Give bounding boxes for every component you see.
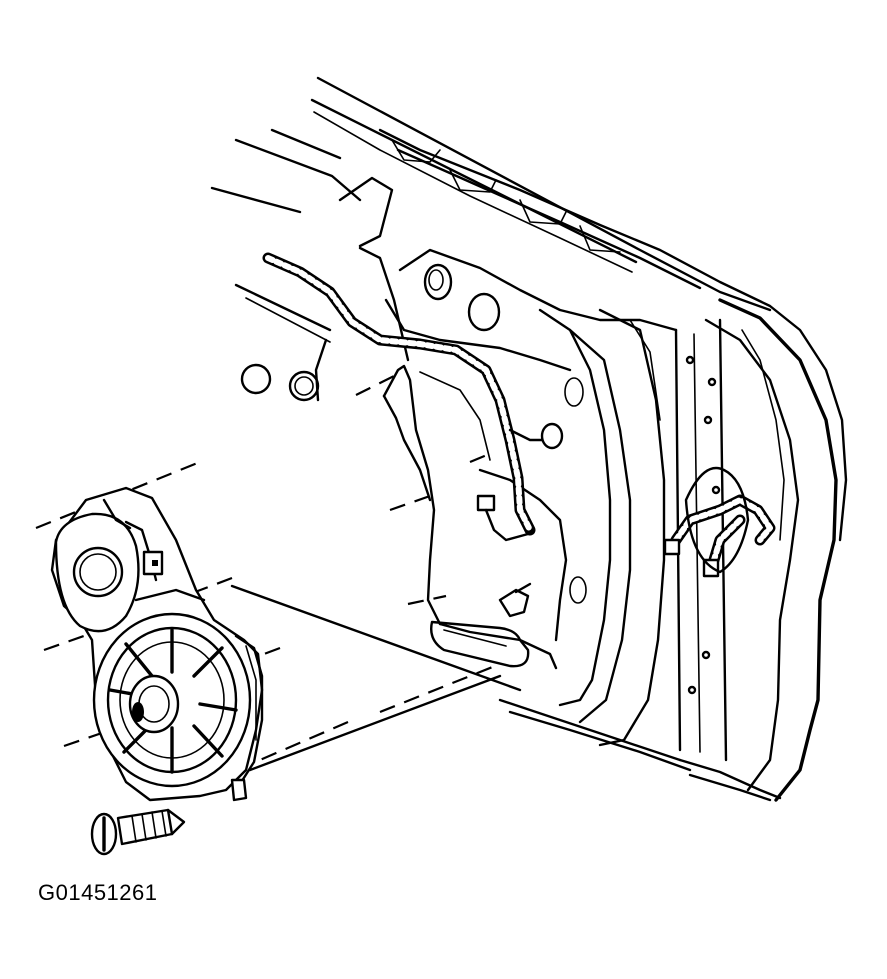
plug-small	[240, 363, 272, 395]
screw-icon	[90, 808, 186, 856]
grommet-right	[540, 422, 564, 450]
door-inner-panel	[210, 76, 848, 802]
plug-icon	[476, 494, 496, 512]
speaker-connector	[498, 588, 530, 618]
speaker-icon	[50, 486, 264, 802]
mounting-tab	[230, 778, 248, 802]
access-plugs	[240, 338, 328, 402]
plug-icon	[663, 538, 681, 556]
figure-id-label: G01451261	[38, 880, 158, 905]
wiring-harness	[262, 252, 776, 618]
